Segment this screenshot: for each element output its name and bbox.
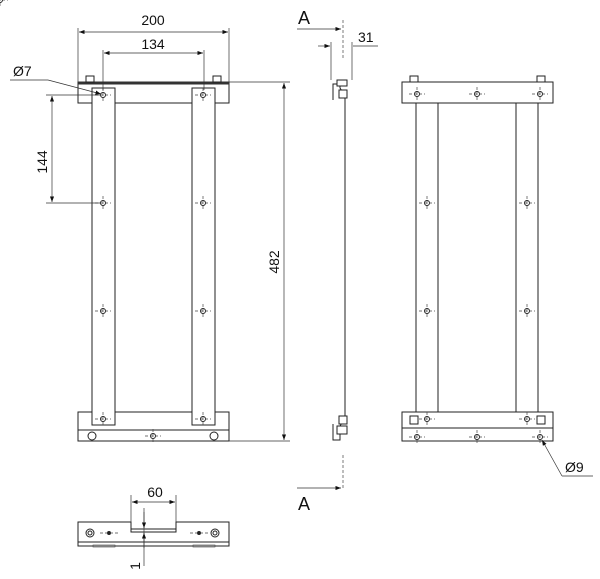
front-view: 200 134 Ø7 144 482 [0,0,290,444]
dim-diameter-9: Ø9 [565,459,584,475]
bottom-view: 60 1 [77,484,230,570]
section-mark-top: A [298,8,310,28]
dim-1: 1 [127,562,143,570]
dim-144: 144 [34,150,50,174]
dim-200: 200 [141,12,165,28]
dim-134: 134 [141,36,165,52]
dim-482: 482 [266,250,282,274]
dim-31: 31 [358,29,374,45]
section-mark-bottom: A [298,494,310,514]
dim-60: 60 [147,484,163,500]
dim-diameter-7: Ø7 [13,63,32,79]
rear-view: Ø9 [401,75,593,477]
side-view: A A 31 [297,8,378,514]
